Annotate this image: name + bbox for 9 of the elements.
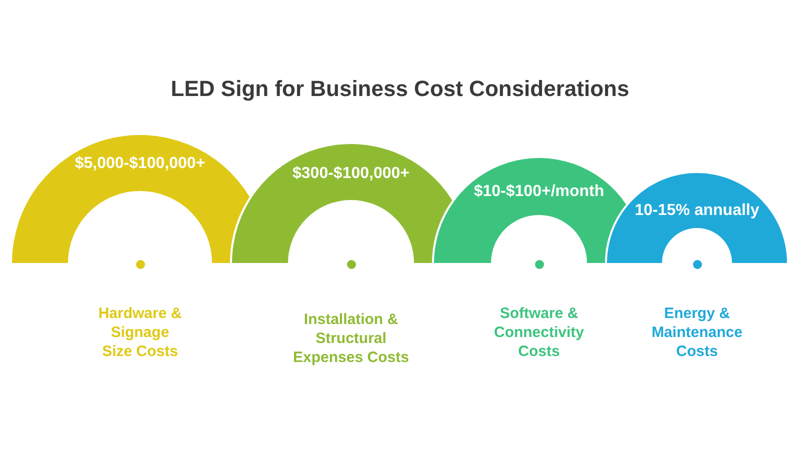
title: LED Sign for Business Cost Considerations [170,75,630,102]
category-label: Hardware & Signage Size Costs [97,304,183,361]
category-label: Software & Connectivity Costs [492,304,585,361]
category-label: Energy & Maintenance Costs [650,304,744,361]
cost-range-text: $300-$100,000+ [292,164,410,183]
cost-range-text: 10-15% annually [634,201,760,220]
cost-range-text: $10-$100+/month [474,182,604,201]
cost-range-text: $5,000-$100,000+ [74,154,206,173]
category-label: Installation & Structural Expenses Costs [292,310,410,367]
